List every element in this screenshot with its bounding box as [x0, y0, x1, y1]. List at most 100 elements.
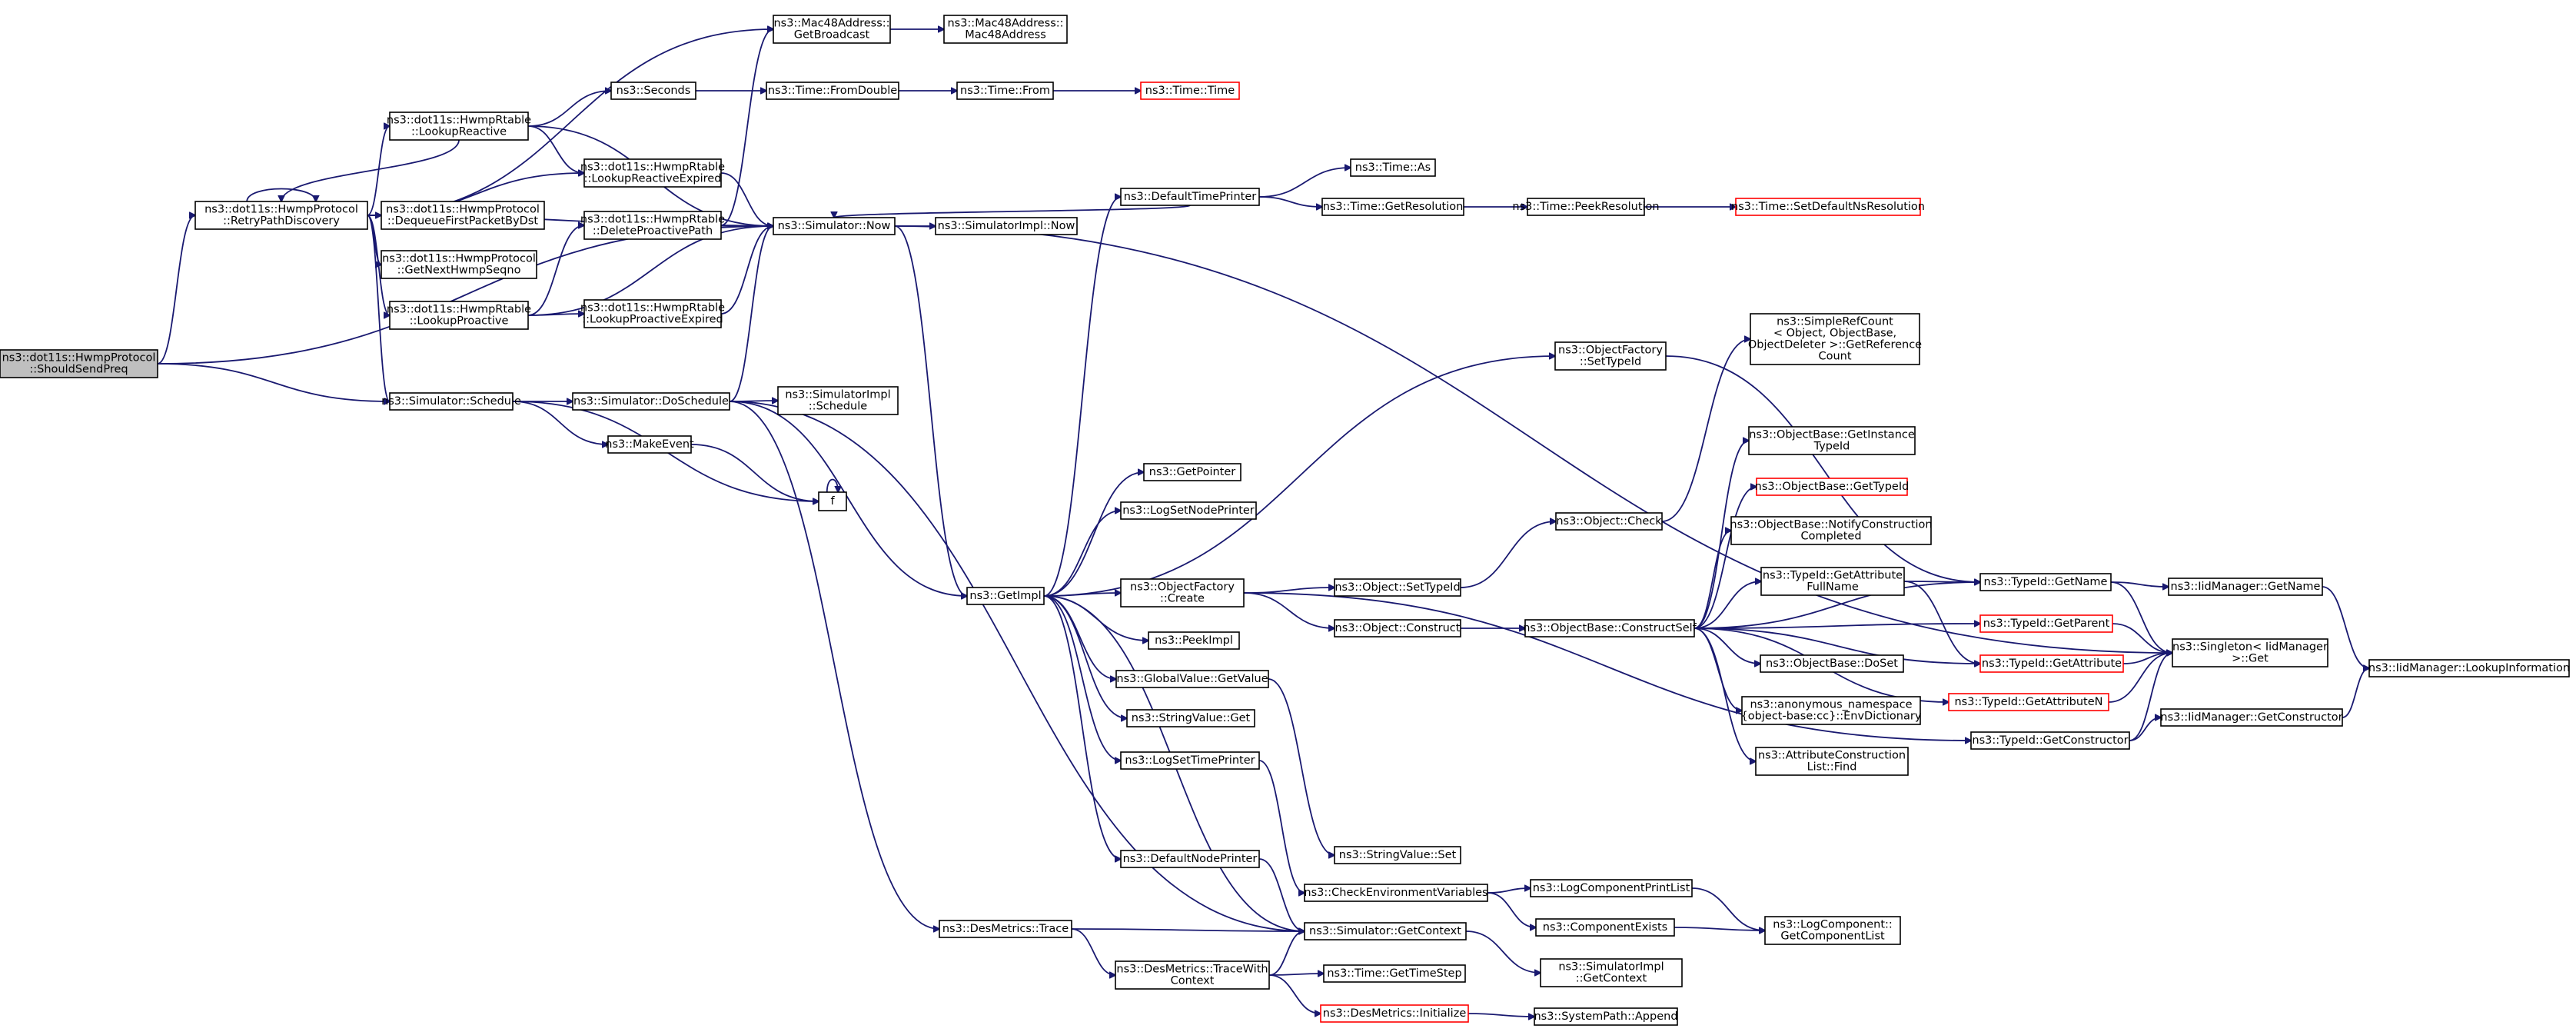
function-node-log-set-time-printer[interactable]: ns3::LogSetTimePrinter: [1120, 751, 1260, 770]
function-node-make-event[interactable]: ns3::MakeEvent: [605, 435, 694, 454]
function-node-obj-factory-create[interactable]: ns3::ObjectFactory::Create: [1120, 578, 1245, 608]
node-label: List::Find: [1807, 761, 1857, 774]
function-node-object-set-type-id[interactable]: ns3::Object::SetTypeId: [1334, 578, 1461, 597]
function-node-iid-lookup-info[interactable]: ns3::IidManager::LookupInformation: [2368, 659, 2570, 677]
function-node-time-peek-resolution[interactable]: ns3::Time::PeekResolution: [1512, 198, 1660, 216]
node-box: [1555, 512, 1663, 531]
function-node-lookup-proactive[interactable]: ns3::dot11s::HwmpRtable::LookupProactive: [387, 301, 531, 330]
function-node-retry-path-discovery[interactable]: ns3::dot11s::HwmpProtocol::RetryPathDisc…: [194, 201, 368, 230]
function-node-obj-factory-set-type-id[interactable]: ns3::ObjectFactory::SetTypeId: [1554, 341, 1667, 371]
node-label: ns3::TypeId::GetAttribute: [1763, 570, 1903, 582]
function-node-des-initialize[interactable]: ns3::DesMetrics::Initialize: [1320, 1004, 1469, 1023]
node-box: [1540, 958, 1683, 987]
node-box: [1755, 747, 1909, 776]
node-label: ::LookupProactive: [410, 315, 509, 328]
function-node-singleton-get[interactable]: ns3::Singleton< IidManager>::Get: [2172, 638, 2328, 667]
function-node-des-trace[interactable]: ns3::DesMetrics::Trace: [939, 920, 1072, 938]
node-box: [1304, 884, 1488, 902]
function-node-mac-ctor[interactable]: ns3::Mac48Address::Mac48Address: [943, 15, 1068, 44]
function-node-type-id-get-constructor[interactable]: ns3::TypeId::GetConstructor: [1970, 731, 2130, 750]
call-edge: [1268, 974, 1324, 975]
function-node-mac-get-broadcast[interactable]: ns3::Mac48Address::GetBroadcast: [773, 15, 891, 44]
function-node-log-component-get-list[interactable]: ns3::LogComponent::GetComponentList: [1764, 916, 1901, 945]
function-node-env-dictionary[interactable]: ns3::anonymous_namespace{object-base:cc}…: [1741, 696, 1922, 725]
function-node-dequeue-first[interactable]: ns3::dot11s::HwmpProtocol::DequeueFirstP…: [381, 201, 545, 230]
function-node-system-path-append[interactable]: ns3::SystemPath::Append: [1534, 1007, 1678, 1026]
node-label: ns3::Object::Check: [1556, 515, 1662, 528]
node-label: ns3::SystemPath::Append: [1534, 1010, 1677, 1023]
function-node-obj-base-get-type-id[interactable]: ns3::ObjectBase::GetTypeId: [1755, 478, 1910, 496]
function-node-sim-schedule[interactable]: ns3::Simulator::Schedule: [381, 392, 521, 411]
node-box: [1120, 188, 1260, 206]
function-node-should-send-preq[interactable]: ns3::dot11s::HwmpProtocol::ShouldSendPre…: [0, 349, 158, 378]
function-node-simple-ref-count[interactable]: ns3::SimpleRefCount< Object, ObjectBase,…: [1748, 313, 1922, 365]
function-node-log-component-print-list[interactable]: ns3::LogComponentPrintList: [1530, 879, 1693, 897]
function-node-time-get-resolution[interactable]: ns3::Time::GetResolution: [1321, 198, 1464, 216]
node-box: [1524, 619, 1695, 638]
function-node-notify-construction[interactable]: ns3::ObjectBase::NotifyConstructionCompl…: [1730, 516, 1933, 545]
call-edge: [512, 401, 608, 444]
node-label: Count: [1818, 351, 1851, 363]
function-node-iid-get-name[interactable]: ns3::IidManager::GetName: [2168, 578, 2323, 596]
function-node-obj-base-do-set[interactable]: ns3::ObjectBase::DoSet: [1760, 654, 1904, 673]
function-node-do-schedule[interactable]: ns3::Simulator::DoSchedule: [572, 392, 730, 411]
function-node-sim-impl-now[interactable]: ns3::SimulatorImpl::Now: [935, 217, 1078, 235]
function-node-sim-now[interactable]: ns3::Simulator::Now: [773, 217, 896, 235]
function-node-sim-impl-get-context[interactable]: ns3::SimulatorImpl::GetContext: [1540, 958, 1683, 987]
function-node-peek-impl[interactable]: ns3::PeekImpl: [1148, 631, 1240, 650]
function-node-lookup-reactive-expired[interactable]: ns3::dot11s::HwmpRtable::LookupReactiveE…: [580, 158, 725, 188]
function-node-lookup-proactive-expired[interactable]: ns3::dot11s::HwmpRtable::LookupProactive…: [580, 299, 725, 328]
call-edge: [1903, 581, 1980, 664]
call-edge: [690, 444, 819, 501]
node-label: ns3::Time::From: [960, 85, 1050, 97]
function-node-type-id-get-attribute[interactable]: ns3::TypeId::GetAttribute: [1979, 654, 2124, 673]
function-node-default-time-printer[interactable]: ns3::DefaultTimePrinter: [1120, 188, 1260, 206]
function-node-check-env-vars[interactable]: ns3::CheckEnvironmentVariables: [1304, 884, 1488, 902]
function-node-lookup-reactive[interactable]: ns3::dot11s::HwmpRtable::LookupReactive: [387, 112, 531, 141]
function-node-type-id-get-parent[interactable]: ns3::TypeId::GetParent: [1979, 614, 2113, 633]
call-edge: [1043, 593, 1121, 597]
call-edge: [367, 215, 390, 401]
function-node-time-from[interactable]: ns3::Time::From: [956, 82, 1054, 100]
function-node-time-get-time-step[interactable]: ns3::Time::GetTimeStep: [1323, 964, 1466, 983]
function-node-time-as[interactable]: ns3::Time::As: [1350, 158, 1436, 177]
function-node-get-pointer[interactable]: ns3::GetPointer: [1143, 463, 1241, 481]
function-node-type-id-get-name[interactable]: ns3::TypeId::GetName: [1979, 573, 2112, 591]
function-node-global-value-get[interactable]: ns3::GlobalValue::GetValue: [1115, 670, 1269, 688]
function-node-log-set-node-printer[interactable]: ns3::LogSetNodePrinter: [1120, 501, 1257, 520]
function-node-time-time[interactable]: ns3::Time::Time: [1140, 82, 1240, 100]
function-node-default-node-printer[interactable]: ns3::DefaultNodePrinter: [1120, 850, 1260, 868]
node-box: [773, 217, 896, 235]
function-node-iid-get-constructor[interactable]: ns3::IidManager::GetConstructor: [2160, 708, 2343, 727]
node-label: ns3::TypeId::GetAttribute: [1982, 657, 2122, 670]
function-node-object-check[interactable]: ns3::Object::Check: [1555, 512, 1663, 531]
function-node-construct-self[interactable]: ns3::ObjectBase::ConstructSelf: [1523, 619, 1697, 638]
function-node-seconds[interactable]: ns3::Seconds: [610, 82, 696, 100]
function-node-string-value-get[interactable]: ns3::StringValue::Get: [1126, 709, 1255, 727]
call-edge: [1694, 628, 1760, 664]
function-node-get-next-seqno[interactable]: ns3::dot11s::HwmpProtocol::GetNextHwmpSe…: [381, 250, 537, 279]
function-node-f[interactable]: f: [818, 491, 847, 511]
function-node-time-from-double[interactable]: ns3::Time::FromDouble: [766, 82, 899, 100]
node-label: ns3::SimpleRefCount: [1777, 316, 1893, 328]
function-node-component-exists[interactable]: ns3::ComponentExists: [1535, 918, 1675, 937]
node-label: ns3::Time::Time: [1145, 85, 1235, 97]
node-label: ::LookupReactive: [411, 126, 507, 138]
function-node-sim-impl-schedule[interactable]: ns3::SimulatorImpl::Schedule: [777, 386, 899, 415]
node-label: ns3::CheckEnvironmentVariables: [1304, 887, 1487, 899]
function-node-delete-proactive-path[interactable]: ns3::dot11s::HwmpRtable::DeleteProactive…: [580, 211, 725, 240]
function-node-sim-get-context[interactable]: ns3::Simulator::GetContext: [1304, 922, 1467, 940]
function-node-time-set-default-ns[interactable]: ns3::Time::SetDefaultNsResolution: [1731, 198, 1925, 216]
node-label: ns3::Simulator::GetContext: [1309, 925, 1461, 937]
function-node-string-value-set[interactable]: ns3::StringValue::Set: [1334, 846, 1461, 864]
node-box: [2172, 638, 2328, 667]
node-label: ns3::MakeEvent: [605, 438, 694, 451]
function-node-object-construct[interactable]: ns3::Object::Construct: [1334, 619, 1461, 638]
function-node-type-id-get-attribute-n[interactable]: ns3::TypeId::GetAttributeN: [1948, 693, 2109, 711]
function-node-get-impl[interactable]: ns3::GetImpl: [966, 587, 1045, 605]
node-label: ns3::DesMetrics::TraceWith: [1116, 964, 1268, 976]
